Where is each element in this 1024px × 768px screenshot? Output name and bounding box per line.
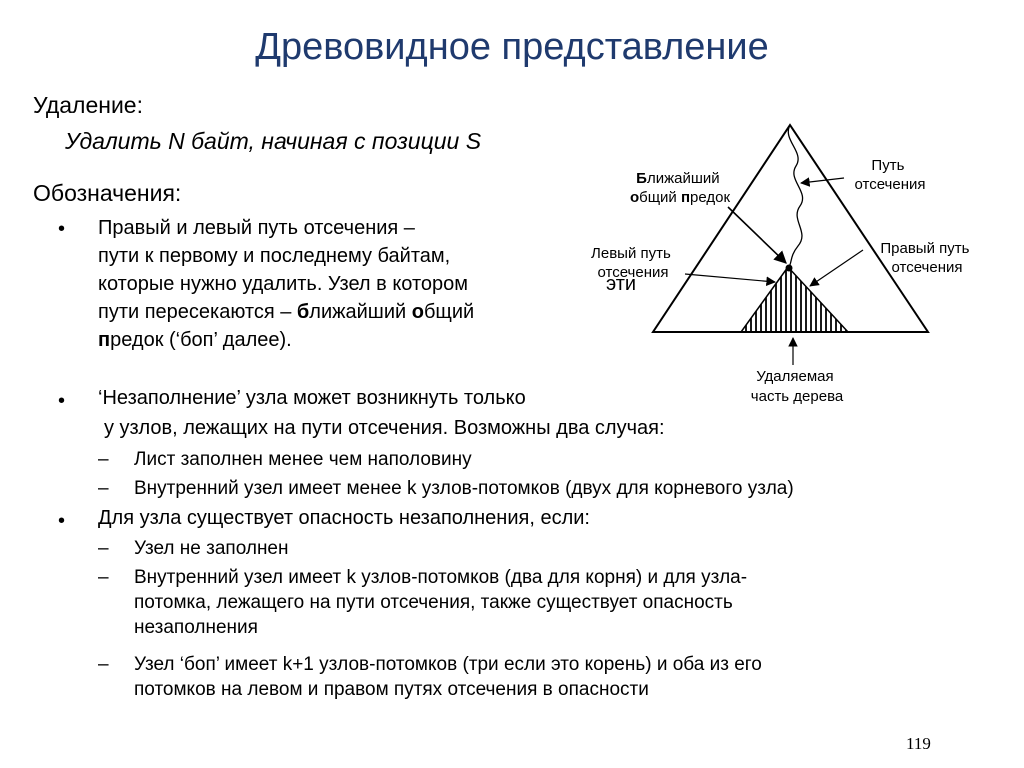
label-right-cut-path: Правый путь отсечения: [880, 240, 973, 276]
deletion-heading: Удаление:: [33, 92, 143, 118]
slide-title: Древовидное представление: [255, 26, 769, 68]
dash-marker: –: [98, 567, 109, 588]
dash-marker: –: [98, 449, 109, 470]
bullet2-line1: ‘Незаполнение’ узла может возникнуть тол…: [98, 387, 526, 409]
dash-marker: –: [98, 654, 109, 675]
cut-path-line: [787, 124, 803, 268]
deletion-task: Удалить N байт, начиная с позиции S: [65, 128, 482, 154]
bullet3-dash1: Узел не заполнен: [134, 538, 289, 559]
notation-heading: Обозначения:: [33, 180, 182, 206]
bullet3-dash3: Узел ‘боп’ имеет k+1 узлов-потомков (три…: [134, 654, 762, 700]
tree-diagram: Путь отсечения Ближайший общий предок Ле…: [591, 123, 973, 405]
dash-marker: –: [98, 478, 109, 499]
label-cut-path: Путь отсечения: [854, 157, 925, 193]
label-deleted-part: Удаляемая часть дерева: [751, 368, 844, 405]
bullet1-text: Правый и левый путь отсечения – пути к п…: [98, 217, 475, 351]
right-cut-path-arrow: [809, 249, 864, 287]
left-cut-path-arrow: [684, 273, 776, 287]
bullet-marker: •: [58, 510, 66, 532]
dash-marker: –: [98, 538, 109, 559]
deleted-subtree-region: [739, 265, 850, 333]
bullet3-line1: Для узла существует опасность незаполнен…: [98, 507, 590, 529]
label-lca: Ближайший общий предок: [630, 170, 731, 206]
bullet-marker: •: [58, 218, 66, 240]
bullet2-dash1: Лист заполнен менее чем наполовину: [134, 449, 472, 470]
lca-arrow: [727, 206, 787, 264]
cut-path-arrow: [800, 177, 845, 187]
label-left-cut-path: Левый путь отсечения: [591, 245, 675, 281]
bullet2-dash2: Внутренний узел имеет менее k узлов-пото…: [134, 478, 794, 499]
bullet2-line2: у узлов, лежащих на пути отсечения. Возм…: [104, 417, 665, 439]
page-number: 119: [906, 734, 931, 753]
bullet1-overflow-word: эти: [606, 273, 637, 295]
lca-node: [785, 264, 793, 272]
bullet3-dash2: Внутренний узел имеет k узлов-потомков (…: [134, 567, 748, 638]
bullet-marker: •: [58, 390, 66, 412]
